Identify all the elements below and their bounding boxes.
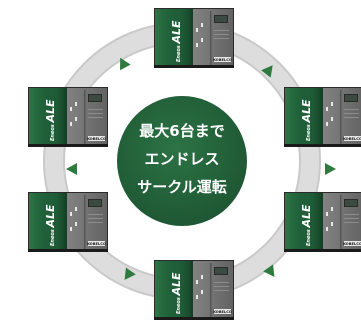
compressor-unit-bottom: Eneos ALE KOBELCO (154, 260, 234, 320)
unit-brand-label: Eneos ALE (44, 99, 57, 141)
unit-brand-label: Eneos ALE (170, 20, 183, 62)
unit-brand-label: Eneos ALE (300, 99, 313, 141)
compressor-unit-top: Eneos ALE KOBELCO (154, 8, 234, 68)
unit-maker-label: KOBELCO (87, 242, 106, 246)
compressor-unit-upper-left: Eneos ALE KOBELCO (28, 87, 108, 147)
compressor-unit-lower-right: Eneos ALE KOBELCO (284, 192, 361, 252)
unit-maker-label: KOBELCO (343, 242, 361, 246)
unit-maker-label: KOBELCO (213, 310, 232, 314)
unit-brand-label: Eneos ALE (170, 272, 183, 314)
flow-arrow-to-lower-right (325, 163, 336, 175)
flow-arrow-to-top (120, 57, 131, 71)
unit-brand-label: Eneos ALE (300, 204, 313, 246)
caption-line-1: 最大6台まで (139, 122, 224, 140)
flow-arrow-to-upper-left (66, 163, 77, 175)
compressor-unit-lower-left: Eneos ALE KOBELCO (28, 192, 108, 252)
unit-brand-label: Eneos ALE (44, 204, 57, 246)
flow-arrow-to-bottom (263, 264, 275, 277)
caption-line-3: サークル運転 (137, 178, 227, 196)
compressor-unit-upper-right: Eneos ALE KOBELCO (284, 87, 361, 147)
unit-maker-label: KOBELCO (87, 137, 106, 141)
unit-maker-label: KOBELCO (213, 58, 232, 62)
unit-maker-label: KOBELCO (343, 137, 361, 141)
caption-line-2: エンドレス (144, 150, 219, 168)
center-circle (117, 96, 247, 226)
flow-arrow-to-upper-right (261, 65, 273, 78)
flow-arrow-to-lower-left (124, 267, 136, 280)
